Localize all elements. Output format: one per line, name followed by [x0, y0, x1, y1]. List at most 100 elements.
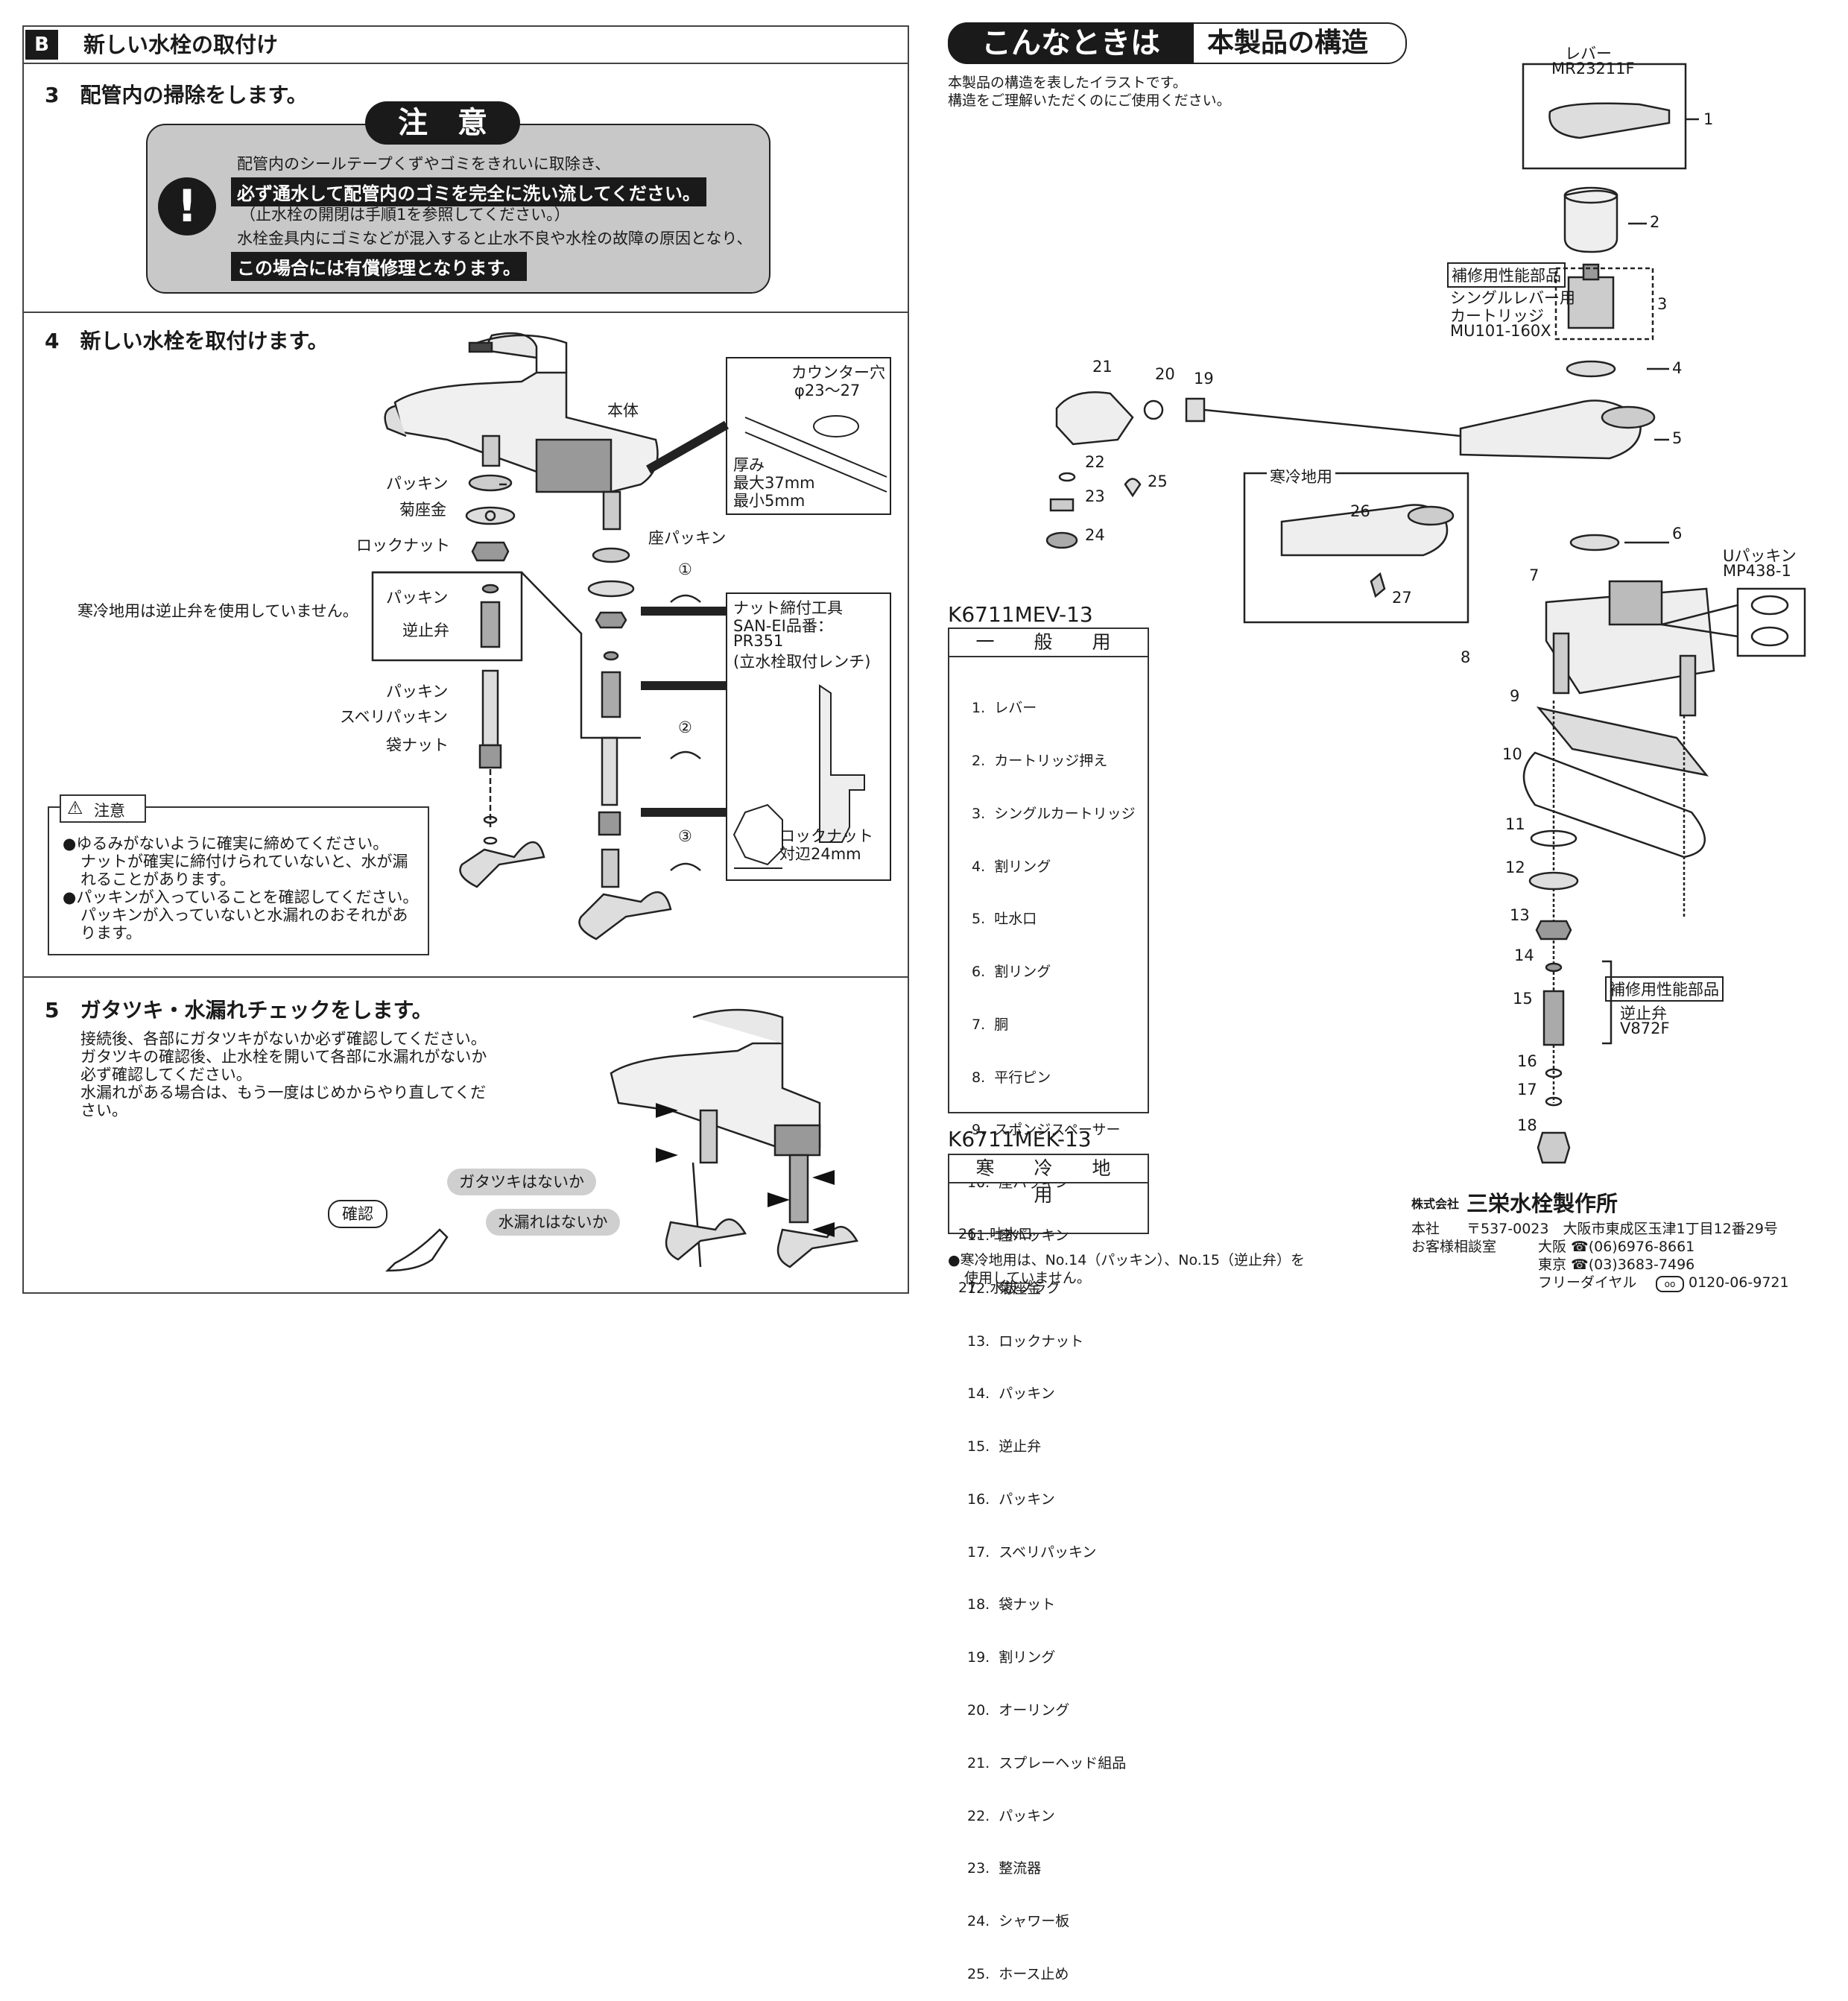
label-step-2: ② [678, 718, 692, 736]
callout-17: 17 [1517, 1081, 1537, 1099]
part-item: 21. スプレーヘッド組品 [967, 1754, 1127, 1771]
lever-label: レバー [1565, 45, 1612, 63]
counter-max: 最大37mm [733, 474, 815, 492]
exploded-view-illustration [1045, 63, 1806, 1164]
callout-1: 1 [1703, 110, 1714, 128]
part-item: 23. 整流器 [967, 1860, 1042, 1877]
counter-thick: 厚み [733, 456, 765, 474]
part-item: 9. スポンジスペーサー [967, 1122, 1121, 1139]
step5-l1: 接続後、各部にガタツキがないか必ず確認してください。 [80, 1030, 487, 1048]
step3-title: 3 配管内の掃除をします。 [45, 83, 308, 107]
label-seat-packing: 座パッキン [648, 529, 727, 547]
exclamation-icon: ! [158, 177, 216, 235]
upacking-l1: Uパッキン [1723, 547, 1797, 565]
callout-3: 3 [1657, 295, 1668, 313]
part-item: 4. 割リング [967, 858, 1051, 875]
address-label: 本社 [1411, 1221, 1440, 1237]
caution-line1: 配管内のシールテープくずやゴミをきれいに取除き、 [237, 155, 611, 173]
company-prefix: 株式会社 [1411, 1197, 1460, 1211]
tool-l1: ナット締付工具 [733, 599, 843, 617]
model-2: K6711MEK-13 [948, 1127, 1092, 1151]
label-slip-packing: スベリパッキン [340, 708, 448, 726]
label-packing: パッキン [386, 683, 449, 701]
part-item: 6. 割リング [967, 964, 1051, 981]
label-check-valve: 逆止弁 [402, 622, 449, 639]
tool-l3: PR351 [733, 632, 784, 650]
parts-table-1-header: 一 般 用 [948, 628, 1149, 657]
part-item: 7. 胴 [967, 1016, 1009, 1033]
callout-15: 15 [1513, 990, 1533, 1008]
tool-l2: SAN-EI品番： [733, 617, 833, 635]
note-title: 注意 [94, 802, 125, 820]
label-body: 本体 [607, 402, 639, 420]
part-item: 14. パッキン [967, 1385, 1055, 1403]
bubble-rattle: ガタツキはないか [447, 1169, 596, 1195]
label-cold-note: 寒冷地用は逆止弁を使用していません。 [77, 602, 358, 620]
lever-part: MR23211F [1551, 60, 1635, 78]
faucet-installation-illustration [371, 332, 891, 1272]
step5-l5: さい。 [80, 1101, 127, 1119]
callout-13: 13 [1510, 906, 1530, 924]
part-item: 2. カートリッジ押え [967, 752, 1108, 769]
callout-25: 25 [1148, 472, 1168, 490]
callout-27: 27 [1392, 589, 1412, 607]
part-item: 17. スベリパッキン [967, 1543, 1097, 1561]
part-item: 24. シャワー板 [967, 1913, 1070, 1930]
caution-line4: 水栓金具内にゴミなどが混入すると止水不良や水栓の故障の原因となり、 [237, 230, 753, 247]
support-label: お客様相談室 [1411, 1239, 1497, 1255]
divider [22, 312, 908, 313]
part-item: 5. 吐水口 [967, 911, 1037, 928]
parts-list-2: 26. 吐水口 27. 水抜プラグ [958, 1189, 1060, 1315]
step5-l3: 必ず確認してください。 [80, 1066, 252, 1084]
label-cap-nut: 袋ナット [386, 736, 449, 754]
part-item: 20. オーリング [967, 1702, 1070, 1719]
check-valve-l1: 逆止弁 [1620, 1005, 1667, 1022]
part-item: 1. レバー [967, 700, 1037, 717]
part-item: 18. 袋ナット [967, 1596, 1056, 1613]
note-l4: ●パッキンが入っていることを確認してください。 [63, 888, 419, 906]
callout-7: 7 [1529, 566, 1540, 584]
label-locknut: ロックナット [356, 537, 450, 554]
callout-4: 4 [1672, 359, 1683, 377]
callout-9: 9 [1510, 687, 1520, 705]
label-step-3: ③ [678, 827, 692, 845]
intro-2: 構造をご理解いただくのにご使用ください。 [948, 92, 1231, 109]
caution-line2: 必ず通水して配管内のゴミを完全に洗い流してください。 [231, 177, 706, 206]
cartridge-l2: カートリッジ [1450, 307, 1544, 325]
label-packing: パッキン [386, 475, 449, 493]
part-item: 11. 座パッキン [967, 1227, 1069, 1244]
callout-21: 21 [1092, 358, 1113, 376]
header-title: 本製品の構造 [1207, 28, 1369, 58]
callout-16: 16 [1517, 1052, 1537, 1070]
note-l5: パッキンが入っていないと水漏れのおそれがあ [80, 906, 408, 924]
callout-5: 5 [1672, 429, 1683, 447]
tool-l4: (立水栓取付レンチ) [733, 653, 871, 671]
caution-badge: 注 意 [365, 101, 520, 145]
tool-l6: 対辺24mm [779, 845, 861, 863]
note-header: ⚠ 注意 [60, 794, 146, 823]
check-valve-l2: V872F [1620, 1020, 1670, 1037]
part-item: 25. ホース止め [967, 1965, 1069, 1982]
address: 〒537-0023 大阪市東成区玉津1丁目12番29号 [1466, 1221, 1778, 1237]
cold-region-label: 寒冷地用 [1267, 465, 1335, 487]
part-item: 13. ロックナット [967, 1333, 1084, 1350]
freedial-number: 0120-06-9721 [1689, 1274, 1789, 1291]
confirm-badge: 確認 [328, 1200, 387, 1228]
callout-14: 14 [1514, 946, 1534, 964]
note-l2: ナットが確実に締付けられていないと、水が漏 [80, 853, 408, 870]
parts-list-1: 1. レバー 2. カートリッジ押え 3. シングルカートリッジ 4. 割リング… [967, 665, 1136, 2001]
callout-18: 18 [1517, 1116, 1537, 1134]
part-item: 27. 水抜プラグ [958, 1280, 1061, 1296]
divider [22, 976, 908, 978]
model-1: K6711MEV-13 [948, 602, 1093, 627]
section-badge: B [25, 30, 58, 60]
cartridge-part: MU101-160X [1450, 322, 1551, 340]
upacking-l2: MP438-1 [1723, 562, 1791, 580]
bubble-leak: 水漏れはないか [486, 1209, 620, 1236]
callout-2: 2 [1650, 213, 1660, 231]
cold-note-2: 使用していません。 [964, 1270, 1091, 1286]
callout-23: 23 [1085, 487, 1105, 505]
step5-l2: ガタツキの確認後、止水栓を開いて各部に水漏れがないか [80, 1048, 487, 1066]
callout-20: 20 [1155, 365, 1175, 383]
freedial-icon: oo [1656, 1276, 1684, 1292]
